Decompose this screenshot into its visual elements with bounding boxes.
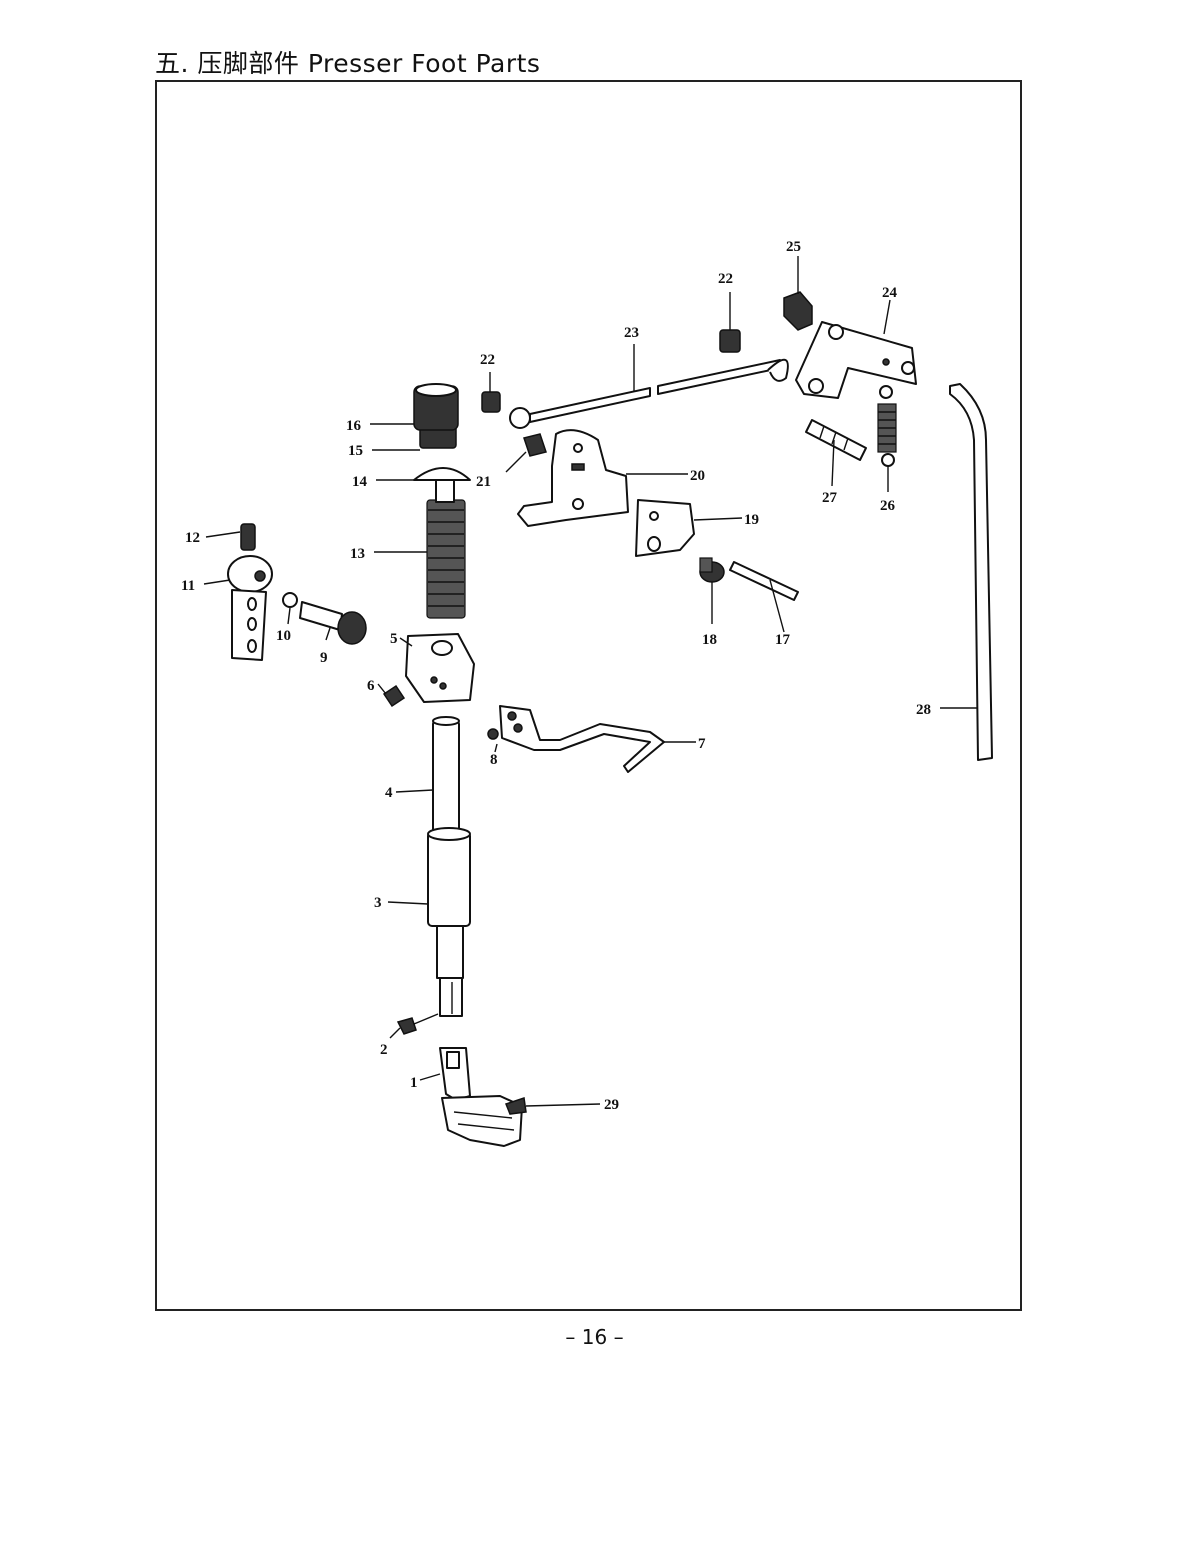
callout-12: 12: [185, 530, 200, 546]
callout-21: 21: [476, 474, 491, 490]
callout-29: 29: [604, 1097, 619, 1113]
part-regulating-screw: [427, 500, 465, 618]
callout-6: 6: [367, 678, 375, 694]
part-lever-screw: [241, 524, 255, 550]
part-plate-screw: [524, 434, 546, 456]
callout-28: 28: [916, 702, 931, 718]
part-retaining-ring: [283, 593, 297, 607]
callout-26: 26: [880, 498, 896, 514]
part-regulator-cap: [414, 468, 470, 502]
callout-27: 27: [822, 490, 838, 506]
part-step-screw: [700, 558, 724, 582]
part-regulator-thumb-screw: [414, 384, 458, 430]
leader-lines: [204, 256, 978, 1106]
callout-2: 2: [380, 1042, 388, 1058]
callout-24: 24: [882, 285, 898, 301]
part-rod-screw-left: [482, 392, 500, 412]
page-number: – 16 –: [0, 1325, 1189, 1349]
part-guide-bracket: [406, 634, 474, 702]
part-link-lever: [796, 322, 916, 398]
part-presser-bar-guide: [428, 828, 470, 1016]
callout-11: 11: [181, 578, 195, 594]
callout-4: 4: [385, 785, 393, 801]
part-bracket-screw: [384, 686, 404, 706]
part-lifting-pin: [730, 562, 798, 600]
callout-15: 15: [348, 443, 363, 459]
part-lever-nut: [784, 292, 812, 330]
callout-20: 20: [690, 468, 705, 484]
part-lifting-block: [636, 500, 694, 556]
callout-17: 17: [775, 632, 791, 648]
part-presser-foot: [440, 1048, 526, 1146]
callout-14: 14: [352, 474, 368, 490]
callout-22-right: 22: [718, 271, 733, 287]
part-thumb-screw: [398, 1014, 438, 1034]
callout-13: 13: [350, 546, 365, 562]
part-connecting-rod: [510, 360, 788, 428]
part-link-screw: [488, 729, 498, 739]
part-lifting-rod: [950, 384, 992, 760]
callout-18: 18: [702, 632, 717, 648]
callout-9: 9: [320, 650, 328, 666]
callout-10: 10: [276, 628, 291, 644]
callout-19: 19: [744, 512, 759, 528]
callout-16: 16: [346, 418, 362, 434]
part-lever-pin: [300, 602, 366, 644]
callout-5: 5: [390, 631, 398, 647]
callout-25: 25: [786, 239, 801, 255]
callout-1: 1: [410, 1075, 418, 1091]
callout-22-left: 22: [480, 352, 495, 368]
part-rod-screw-right: [720, 330, 740, 352]
part-lifting-lever: [228, 556, 272, 660]
part-knee-lifter-link: [500, 706, 664, 772]
callout-8: 8: [490, 752, 498, 768]
callout-7: 7: [698, 736, 706, 752]
part-presser-bar: [433, 717, 459, 838]
part-stud: [806, 420, 866, 460]
callout-23: 23: [624, 325, 639, 341]
part-tension-spring: [878, 386, 896, 466]
callout-3: 3: [374, 895, 382, 911]
